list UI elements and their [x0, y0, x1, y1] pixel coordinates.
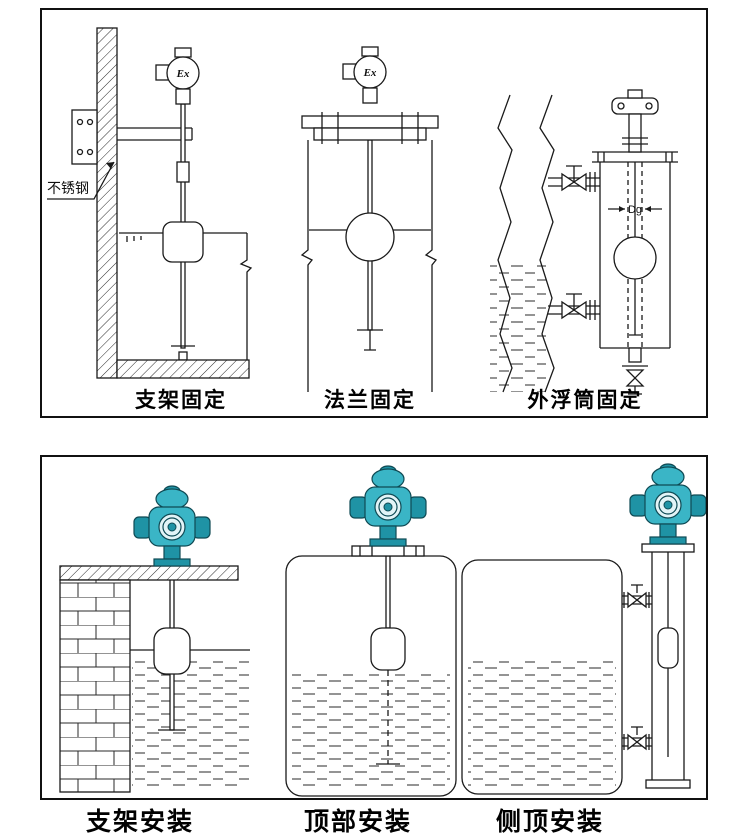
bottom-panel-install-methods	[40, 455, 708, 800]
dg-label: Dg	[628, 204, 642, 216]
drain-outlet	[628, 386, 642, 395]
vessel-liquid	[490, 260, 546, 392]
diagram-flange-fixed: Ex 法兰固定	[300, 46, 439, 412]
head-cap	[627, 89, 643, 99]
diagram-side-top-install	[461, 463, 706, 795]
bolt	[76, 118, 84, 126]
stainless-steel-label: 不锈钢	[47, 180, 89, 196]
liquid	[292, 674, 450, 790]
liquid	[468, 660, 616, 790]
flange-ticks	[589, 300, 596, 320]
chamber-flange	[592, 151, 678, 163]
float	[162, 221, 204, 263]
valve-body	[627, 733, 647, 751]
tube-bottom-cap	[645, 779, 691, 789]
probe-rod	[385, 555, 391, 629]
flange-ticks	[623, 734, 650, 750]
pipe-valve-top	[622, 584, 652, 609]
top-panel-fixing-methods: 不锈钢 Ex 支架固定 Ex	[40, 8, 708, 418]
brick-wall	[59, 579, 131, 793]
transmitter	[133, 485, 211, 567]
bottom-diagrams-svg	[59, 463, 706, 797]
bracket-arm	[117, 127, 193, 141]
float-ball	[345, 212, 395, 262]
flange-ticks	[623, 592, 650, 608]
level-ticks	[126, 236, 142, 242]
float	[370, 627, 406, 671]
pipe-valve-bottom	[548, 293, 600, 320]
float	[153, 627, 191, 675]
caption-external-chamber-fixed: 外浮筒固定	[528, 388, 643, 412]
caption-bracket-install: 支架安装	[85, 808, 195, 836]
rod-anchor	[178, 351, 188, 361]
bolt	[86, 148, 94, 156]
ex-marking: Ex	[176, 68, 190, 80]
support-beam	[59, 565, 239, 581]
stainless-leader-line	[47, 161, 115, 200]
valve-stem	[566, 165, 582, 182]
drain-neck	[628, 347, 642, 363]
valve-stem	[631, 584, 643, 593]
diagram-top-install	[285, 465, 457, 797]
vessel-break-line-left	[497, 94, 513, 393]
transmitter	[629, 463, 706, 545]
vessel-wall-right	[424, 140, 438, 392]
head-neck	[628, 113, 642, 153]
tank-flange	[351, 545, 425, 557]
vessel-break-line-right	[539, 94, 555, 393]
ex-marking: Ex	[363, 67, 377, 79]
pipe-valve-bottom	[622, 726, 652, 751]
flange-ticks	[589, 172, 596, 192]
valve-body	[627, 591, 647, 609]
head-bolt	[645, 102, 653, 110]
caption-bracket-fixed: 支架固定	[135, 388, 227, 412]
diagram-bracket-install	[59, 485, 250, 793]
caption-top-install: 顶部安装	[303, 808, 413, 836]
wall	[96, 27, 118, 379]
tank-floor	[116, 359, 250, 379]
bolt	[76, 148, 84, 156]
flange-bolts	[321, 112, 419, 144]
float-ball	[613, 236, 657, 280]
caption-flange-fixed: 法兰固定	[324, 388, 416, 412]
diagram-external-chamber-fixed: Dg 外浮筒固定	[490, 89, 678, 412]
rod-end	[357, 329, 383, 351]
bypass-tube-walls	[651, 552, 685, 780]
valve-stem	[631, 726, 643, 735]
liquid	[132, 656, 250, 786]
bolt	[86, 118, 94, 126]
diagram-bracket-fixed: 不锈钢 Ex 支架固定	[47, 27, 253, 412]
vessel-wall-left	[300, 140, 314, 392]
flange-bolts	[359, 546, 417, 556]
valve-stem	[566, 293, 582, 310]
head-bolt	[617, 102, 625, 110]
caption-side-top-install: 侧顶安装	[495, 808, 605, 836]
float	[657, 627, 679, 669]
tank-right-wall	[239, 233, 253, 360]
tube-flange	[641, 543, 695, 553]
neck-flange-ticks	[622, 137, 648, 145]
pipe-valve-top	[548, 165, 600, 192]
flange-plate-lower	[313, 127, 427, 141]
top-diagrams-svg: 不锈钢 Ex 支架固定 Ex	[47, 27, 678, 412]
drain-valve	[625, 369, 645, 387]
arrowhead	[106, 162, 114, 169]
transmitter	[349, 465, 427, 547]
mounting-plate	[71, 109, 98, 165]
rod-coupling	[176, 161, 190, 183]
